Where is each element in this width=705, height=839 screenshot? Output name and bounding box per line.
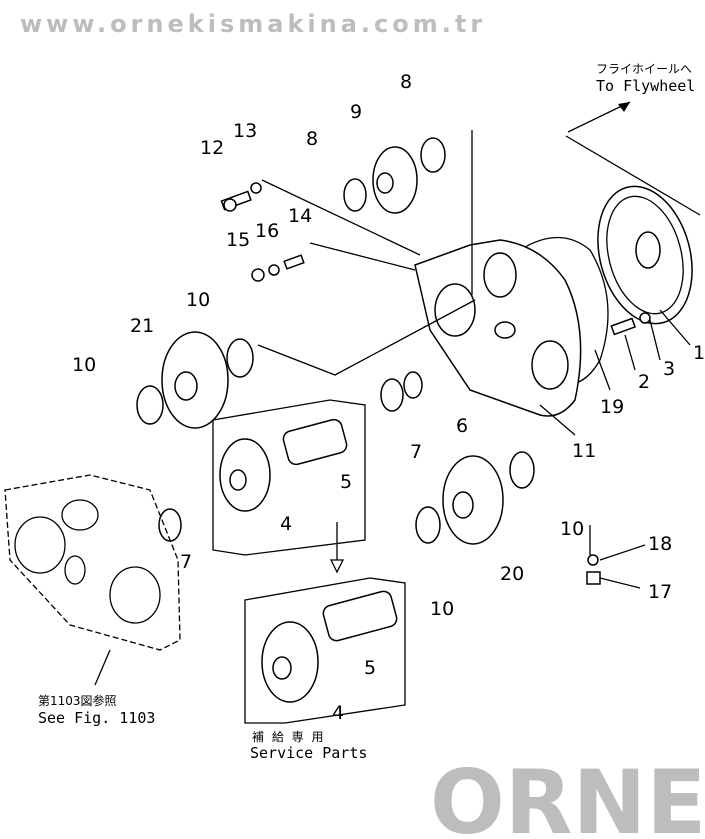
service-parts-jp: 補 給 専 用 <box>252 730 325 744</box>
callout-7b: 7 <box>180 551 192 573</box>
bearing-7a <box>380 378 404 412</box>
bearing-8b <box>343 178 367 212</box>
callout-10d: 10 <box>430 598 454 620</box>
see-fig-en: See Fig. 1103 <box>38 709 155 727</box>
callout-5a: 5 <box>340 471 352 493</box>
bolt-12 <box>220 190 252 212</box>
plug-17 <box>586 571 601 585</box>
callout-10c: 10 <box>560 518 584 540</box>
callout-12: 12 <box>200 137 224 159</box>
gear-20 <box>442 455 504 545</box>
callout-11: 11 <box>572 440 596 462</box>
gasket <box>519 237 609 386</box>
callout-2: 2 <box>638 371 650 393</box>
bolt-2 <box>610 317 637 336</box>
callout-20: 20 <box>500 563 524 585</box>
washer-3 <box>639 312 651 324</box>
stud-14 <box>283 254 305 270</box>
seal-6 <box>403 371 423 399</box>
cover-plate <box>597 185 693 325</box>
callout-6: 6 <box>456 415 468 437</box>
nut-15 <box>251 268 265 282</box>
o-ring-18 <box>587 554 599 566</box>
callout-10b: 10 <box>72 354 96 376</box>
callout-7a: 7 <box>410 441 422 463</box>
callout-21: 21 <box>130 315 154 337</box>
shaft-5b <box>322 590 398 642</box>
callout-10a: 10 <box>186 289 210 311</box>
bearing-10d <box>415 506 441 544</box>
callout-14: 14 <box>288 205 312 227</box>
callout-8b: 8 <box>306 128 318 150</box>
flywheel-note-en: To Flywheel <box>596 77 695 95</box>
callout-4a: 4 <box>280 513 292 535</box>
washer-13 <box>250 182 262 194</box>
callout-15: 15 <box>226 229 250 251</box>
watermark-url: www.ornekismakina.com.tr <box>20 10 486 38</box>
bearing-8a <box>420 137 446 173</box>
gear-21 <box>161 331 229 429</box>
bearing-10b <box>136 385 164 425</box>
see-fig-jp: 第1103図参照 <box>38 693 117 708</box>
gear-9 <box>372 146 418 214</box>
callouts: 1 2 3 4 4 5 5 6 7 7 8 8 9 10 10 10 10 11… <box>72 71 705 724</box>
flywheel-arrow <box>565 101 701 216</box>
bearing-7b <box>158 508 182 542</box>
callout-5b: 5 <box>364 657 376 679</box>
shaft-5a <box>282 418 348 466</box>
callout-17: 17 <box>648 581 672 603</box>
washer-16 <box>268 264 280 276</box>
gear-4a <box>219 438 271 512</box>
assembly-box <box>212 399 366 556</box>
service-parts-box <box>244 577 406 724</box>
bearing-10a <box>226 338 254 378</box>
leader-lines <box>257 130 691 589</box>
gear-case <box>414 239 582 417</box>
bearing-10c <box>509 451 535 489</box>
watermark-logo: ORNEK <box>430 751 705 839</box>
callout-16: 16 <box>255 220 279 242</box>
callout-9: 9 <box>350 101 362 123</box>
callout-19: 19 <box>600 396 624 418</box>
callout-1: 1 <box>693 342 705 364</box>
callout-8a: 8 <box>400 71 412 93</box>
rear-case <box>4 474 181 686</box>
down-arrow <box>329 522 345 574</box>
callout-13: 13 <box>233 120 257 142</box>
service-parts-en: Service Parts <box>250 744 367 762</box>
callout-4b: 4 <box>332 702 344 724</box>
callout-3: 3 <box>663 358 675 380</box>
flywheel-note-jp: フライホイールへ <box>596 62 692 76</box>
callout-18: 18 <box>648 533 672 555</box>
gear-4b <box>261 621 319 703</box>
